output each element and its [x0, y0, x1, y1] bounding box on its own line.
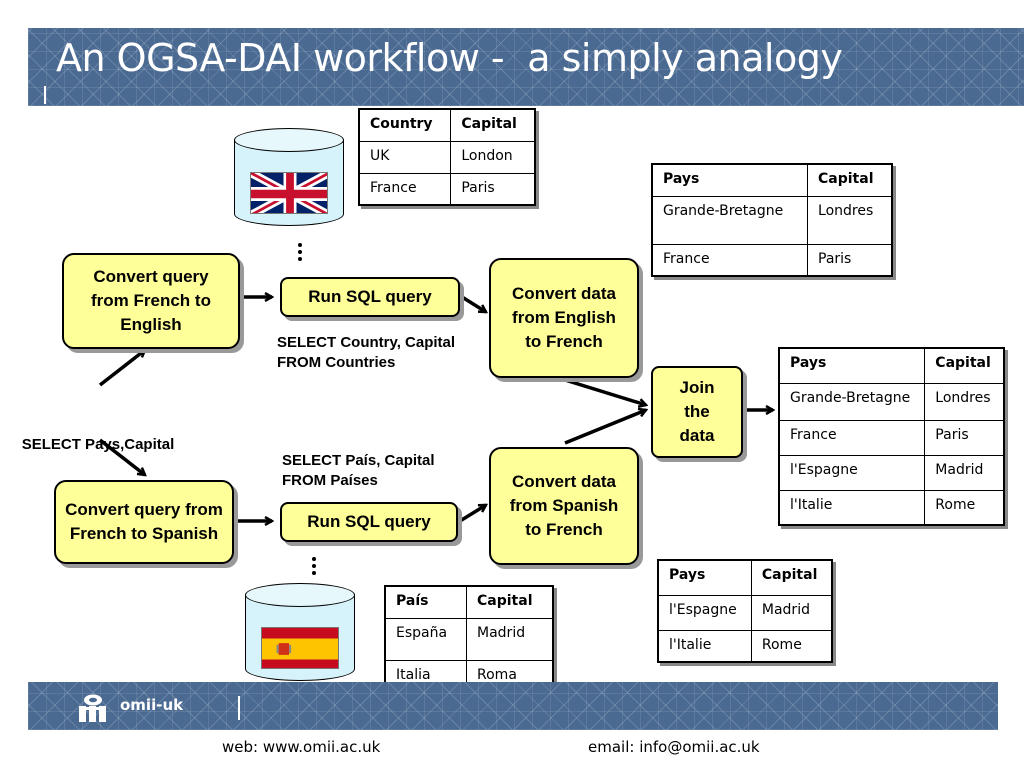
database-top: [245, 583, 355, 607]
ellipsis-bottom: [311, 557, 317, 579]
table-row: France Paris: [651, 243, 893, 277]
database-top: [234, 128, 344, 152]
table-cell: Paris: [450, 172, 536, 206]
table-cell: l'Italie: [657, 629, 752, 663]
join-data-step: Join the data: [651, 366, 743, 458]
table-cell: Madrid: [750, 594, 833, 631]
joined-result-table: Pays Capital Grande-Bretagne Londres Fra…: [778, 347, 1005, 526]
table-header-cell: Capital: [924, 347, 1005, 384]
convert-spanish-to-french-label: Convert data from Spanish to French: [509, 472, 619, 539]
table-cell: Londres: [807, 195, 893, 245]
table-header-cell: Capital: [807, 163, 893, 197]
table-cell: Londres: [924, 382, 1005, 421]
table-cell: l'Italie: [778, 489, 926, 526]
english-database: [234, 128, 344, 238]
table-row: l'Italie Rome: [657, 629, 833, 663]
run-sql-query-top-label: Run SQL query: [308, 287, 432, 307]
table-header-row: Pays Capital: [651, 163, 893, 197]
table-header-cell: Pays: [657, 559, 752, 596]
table-row: l'Espagne Madrid: [778, 454, 1005, 491]
original-query-line1: SELECT Pays,Capital: [21, 435, 175, 453]
table-cell: Grande-Bretagne: [651, 195, 809, 245]
arrow-spanish-french-to-join: [564, 410, 646, 445]
table-row: France Paris: [358, 172, 536, 206]
table-row: l'Italie Rome: [778, 489, 1005, 526]
table-cell: UK: [358, 140, 452, 174]
table-header-cell: Pays: [778, 347, 926, 384]
run-sql-query-bottom-step: Run SQL query: [280, 502, 458, 542]
table-cell: Paris: [807, 243, 893, 277]
table-row: UK London: [358, 140, 536, 174]
arrow-query-to-english: [98, 350, 145, 387]
arrow-english-french-to-join: [564, 378, 646, 405]
table-cell: Grande-Bretagne: [778, 382, 926, 421]
convert-query-to-english-step: Convert query from French to English: [62, 253, 240, 349]
arrow-query-to-spanish: [98, 438, 145, 475]
sql-spanish: SELECT País, Capital FROM Países: [282, 452, 435, 490]
table-cell: Madrid: [924, 454, 1005, 491]
table-row: France Paris: [778, 419, 1005, 456]
table-row: España Madrid: [384, 617, 554, 661]
table-header-row: Pays Capital: [778, 347, 1005, 384]
english-source-table: Country Capital UK London France Paris: [358, 108, 536, 206]
ellipsis-top: [297, 243, 303, 265]
table-row: l'Espagne Madrid: [657, 594, 833, 631]
convert-query-to-spanish-label: Convert query from French to Spanish: [65, 500, 223, 543]
convert-query-to-spanish-step: Convert query from French to Spanish: [54, 480, 234, 564]
table-cell: Rome: [924, 489, 1005, 526]
table-row: Grande-Bretagne Londres: [778, 382, 1005, 421]
convert-spanish-to-french-step: Convert data from Spanish to French: [489, 447, 639, 565]
table-cell: Madrid: [466, 617, 554, 661]
footer-divider: [238, 696, 240, 720]
convert-english-to-french-step: Convert data from English to French: [489, 258, 639, 378]
omii-logo-icon: [76, 693, 110, 723]
spain-flag-icon: [261, 627, 339, 669]
table-cell: London: [450, 140, 536, 174]
table-cell: l'Espagne: [778, 454, 926, 491]
footer-email-link[interactable]: email: info@omii.ac.uk: [588, 738, 760, 756]
title-bar-tick: [44, 86, 46, 104]
spanish-to-french-table: Pays Capital l'Espagne Madrid l'Italie R…: [657, 559, 833, 663]
run-sql-query-bottom-label: Run SQL query: [307, 512, 431, 532]
table-cell: España: [384, 617, 468, 661]
english-to-french-table: Pays Capital Grande-Bretagne Londres Fra…: [651, 163, 893, 277]
table-cell: Paris: [924, 419, 1005, 456]
convert-query-to-english-label: Convert query from French to English: [91, 267, 211, 334]
table-header-cell: Capital: [750, 559, 833, 596]
spanish-source-table: País Capital España Madrid Italia Roma: [384, 585, 554, 691]
run-sql-query-top-step: Run SQL query: [280, 277, 460, 317]
slide-title: An OGSA-DAI workflow - a simply analogy: [56, 36, 843, 80]
table-cell: France: [358, 172, 452, 206]
table-header-cell: Pays: [651, 163, 809, 197]
table-header-row: País Capital: [384, 585, 554, 619]
table-header-cell: Capital: [466, 585, 554, 619]
table-header-row: Country Capital: [358, 108, 536, 142]
sql-english: SELECT Country, Capital FROM Countries: [277, 334, 456, 372]
table-row: Grande-Bretagne Londres: [651, 195, 893, 245]
table-header-cell: Capital: [450, 108, 536, 142]
title-banner: An OGSA-DAI workflow - a simply analogy: [28, 28, 1024, 106]
footer-web-link[interactable]: web: www.omii.ac.uk: [222, 738, 381, 756]
table-header-cell: País: [384, 585, 468, 619]
join-data-label: Join the data: [679, 378, 715, 445]
table-cell: l'Espagne: [657, 594, 752, 631]
convert-english-to-french-label: Convert data from English to French: [512, 284, 616, 351]
uk-flag-icon: [250, 172, 328, 214]
footer-banner: omii-uk: [28, 682, 998, 730]
table-header-row: Pays Capital: [657, 559, 833, 596]
table-cell: France: [651, 243, 809, 277]
table-cell: Rome: [750, 629, 833, 663]
table-cell: France: [778, 419, 926, 456]
spanish-database: [245, 583, 355, 693]
table-header-cell: Country: [358, 108, 452, 142]
arrow-sql-to-english-french: [461, 295, 486, 314]
omii-logo-label: omii-uk: [120, 696, 184, 714]
arrow-sql-to-spanish-french: [459, 503, 486, 523]
